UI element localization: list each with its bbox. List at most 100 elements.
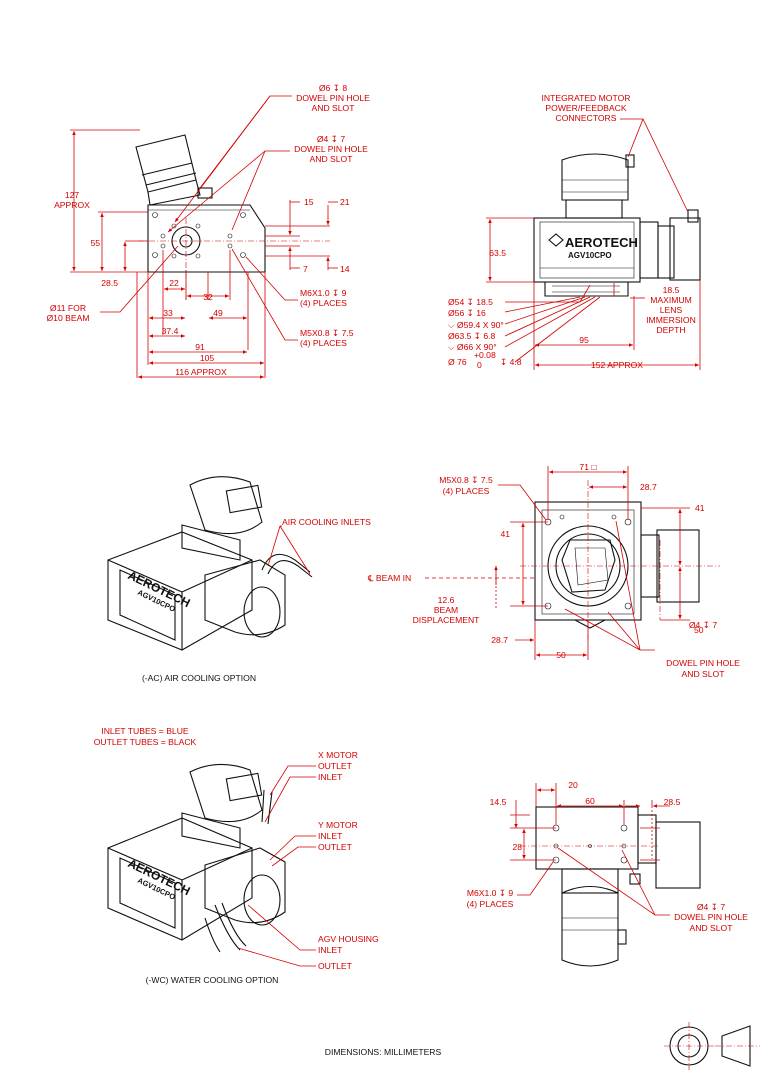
housing-2: INLET bbox=[318, 945, 343, 955]
water-caption: (-WC) WATER COOLING OPTION bbox=[146, 975, 279, 985]
dim-37-4: 37.4 bbox=[162, 326, 179, 336]
y-motor-2: INLET bbox=[318, 831, 343, 841]
view-front-right: AEROTECH AGV10CPO INTEGRATED MOTOR POWER… bbox=[448, 93, 701, 370]
dim-33: 33 bbox=[163, 308, 173, 318]
dim-14-5: 14.5 bbox=[490, 797, 507, 807]
dim-127-approx: APPROX bbox=[54, 200, 90, 210]
housing-block bbox=[147, 204, 266, 273]
dim-22: 22 bbox=[169, 278, 179, 288]
dim-41-left: 41 bbox=[500, 529, 510, 539]
bore-1: Ø54 ↧ 18.5 bbox=[448, 297, 493, 307]
dowel-small-label-2: DOWEL PIN HOLE bbox=[294, 144, 368, 154]
dim-55: 55 bbox=[90, 238, 100, 248]
bore-6-tol-low: 0 bbox=[477, 360, 482, 370]
beam-disp-3: DISPLACEMENT bbox=[413, 615, 481, 625]
view-air-cooling: AEROTECH AGV10CPO AIR COOLING INLETS (-A… bbox=[107, 476, 371, 683]
tube-colors-1: INLET TUBES = BLUE bbox=[101, 726, 189, 736]
dim-50-right: 50 bbox=[694, 625, 704, 635]
bore-6-tol-up: +0.08 bbox=[474, 350, 496, 360]
dim-60: 60 bbox=[585, 796, 595, 806]
view-side-left: Ø6 ↧ 8 DOWEL PIN HOLE AND SLOT Ø4 ↧ 7 DO… bbox=[47, 83, 370, 379]
y-motor-1: Y MOTOR bbox=[318, 820, 358, 830]
view-water-cooling: INLET TUBES = BLUE OUTLET TUBES = BLACK … bbox=[94, 726, 379, 985]
dim-32: 32 bbox=[203, 292, 213, 302]
dim-50-bottom: 50 bbox=[556, 650, 566, 660]
housing-3: OUTLET bbox=[318, 961, 353, 971]
x-motor-2: OUTLET bbox=[318, 761, 353, 771]
x-motor-3: INLET bbox=[318, 772, 343, 782]
m5-label-1: M5X0.8 ↧ 7.5 bbox=[300, 328, 354, 338]
dim-28-7-top: 28.7 bbox=[640, 482, 657, 492]
y-motor-3: OUTLET bbox=[318, 842, 353, 852]
dim-28-5: 28.5 bbox=[101, 278, 118, 288]
logo-front: AEROTECH bbox=[565, 235, 638, 250]
view-bottom-right: 20 14.5 60 28.5 28 M6X1.0 ↧ 9 (4) PLACES… bbox=[467, 780, 748, 967]
side-motor bbox=[639, 209, 701, 281]
dowel-face-3: AND SLOT bbox=[682, 669, 726, 679]
bore-2: Ø56 ↧ 16 bbox=[448, 308, 486, 318]
tube-colors-2: OUTLET TUBES = BLACK bbox=[94, 737, 197, 747]
dowel-face-2: DOWEL PIN HOLE bbox=[666, 658, 740, 668]
air-inlets-label: AIR COOLING INLETS bbox=[282, 517, 371, 527]
housing-front: AEROTECH AGV10CPO bbox=[533, 217, 641, 297]
beam-label-2: Ø10 BEAM bbox=[47, 313, 90, 323]
dim-127: 127 bbox=[65, 190, 80, 200]
bore-4: Ø63.5 ↧ 6.8 bbox=[448, 331, 496, 341]
dim-28-5-bottom: 28.5 bbox=[664, 797, 681, 807]
dowel-big-label-1: Ø6 ↧ 8 bbox=[319, 83, 347, 93]
dim-63-5: 63.5 bbox=[489, 248, 506, 258]
beam-in: ℄ BEAM IN bbox=[367, 573, 411, 583]
dim-95: 95 bbox=[579, 335, 589, 345]
beam-disp-2: BEAM bbox=[434, 605, 458, 615]
dowel-big-label-3: AND SLOT bbox=[312, 103, 356, 113]
dim-105: 105 bbox=[200, 353, 215, 363]
bore-6: Ø 76 bbox=[448, 357, 467, 367]
dim-21: 21 bbox=[340, 197, 350, 207]
beam-label-1: Ø11 FOR bbox=[50, 303, 86, 313]
m5-face-2: (4) PLACES bbox=[443, 486, 490, 496]
dowel-small-label-1: Ø4 ↧ 7 bbox=[317, 134, 345, 144]
depth-label-5: DEPTH bbox=[656, 325, 685, 335]
m5-label-2: (4) PLACES bbox=[300, 338, 347, 348]
depth-label-1: 18.5 bbox=[663, 285, 680, 295]
bore-5: ⌵ Ø66 X 90° bbox=[448, 342, 497, 352]
motor-body bbox=[135, 134, 213, 206]
dowel-bottom-2: DOWEL PIN HOLE bbox=[674, 912, 748, 922]
view-face-right: M5X0.8 ↧ 7.5 (4) PLACES 71 □ 28.7 41 41 … bbox=[367, 462, 740, 679]
dim-91: 91 bbox=[195, 342, 205, 352]
dim-41-right: 41 bbox=[695, 503, 705, 513]
bore-6-depth: ↧ 4.8 bbox=[500, 357, 522, 367]
dowel-small-label-3: AND SLOT bbox=[310, 154, 354, 164]
dim-116-approx: 116 APPROX bbox=[175, 367, 227, 377]
dim-28-7-bottom: 28.7 bbox=[491, 635, 508, 645]
x-motor-1: X MOTOR bbox=[318, 750, 358, 760]
dim-14: 14 bbox=[340, 264, 350, 274]
dim-49: 49 bbox=[213, 308, 223, 318]
m6-bottom-1: M6X1.0 ↧ 9 bbox=[467, 888, 514, 898]
connectors-label-3: CONNECTORS bbox=[556, 113, 617, 123]
dim-20: 20 bbox=[568, 780, 578, 790]
air-caption: (-AC) AIR COOLING OPTION bbox=[142, 673, 256, 683]
depth-label-2: MAXIMUM bbox=[650, 295, 692, 305]
dim-28: 28 bbox=[512, 842, 522, 852]
units-label: DIMENSIONS: MILLIMETERS bbox=[325, 1047, 442, 1057]
dim-7: 7 bbox=[303, 264, 308, 274]
m6-label-2: (4) PLACES bbox=[300, 298, 347, 308]
bore-3: ⌵ Ø59.4 X 90° bbox=[448, 320, 504, 330]
depth-label-3: LENS bbox=[660, 305, 683, 315]
housing-1: AGV HOUSING bbox=[318, 934, 379, 944]
dowel-face-1: Ø4 ↧ 7 bbox=[689, 620, 717, 630]
model-front: AGV10CPO bbox=[568, 251, 612, 260]
connectors-label-2: POWER/FEEDBACK bbox=[545, 103, 626, 113]
dowel-bottom-1: Ø4 ↧ 7 bbox=[697, 902, 725, 912]
dowel-big-label-2: DOWEL PIN HOLE bbox=[296, 93, 370, 103]
dowel-bottom-3: AND SLOT bbox=[690, 923, 734, 933]
m6-bottom-2: (4) PLACES bbox=[467, 899, 514, 909]
depth-label-4: IMMERSION bbox=[646, 315, 696, 325]
dim-15: 15 bbox=[304, 197, 314, 207]
projection-symbol-icon bbox=[664, 1022, 760, 1070]
beam-disp-1: 12.6 bbox=[438, 595, 455, 605]
motor-top bbox=[561, 153, 635, 219]
connectors-label-1: INTEGRATED MOTOR bbox=[542, 93, 631, 103]
